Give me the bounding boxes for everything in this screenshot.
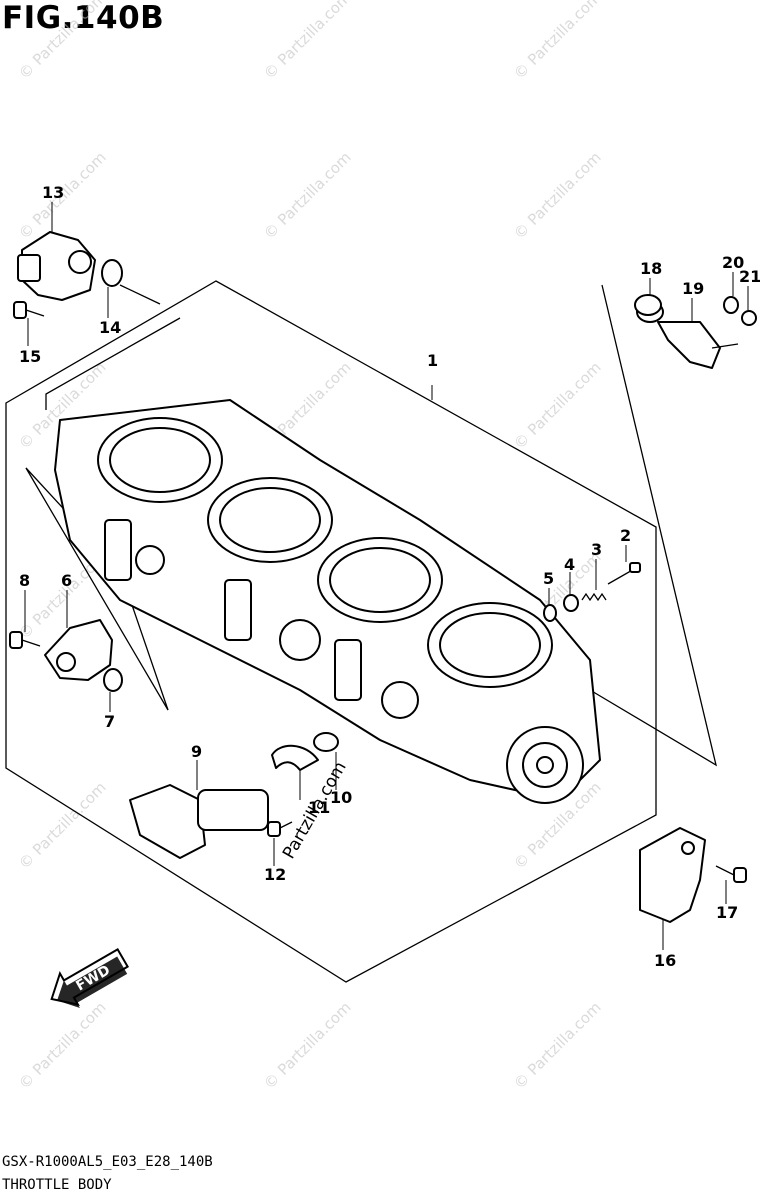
callout-14: 14 [99, 318, 121, 337]
callout-3: 3 [591, 540, 602, 559]
part-16-bracket [639, 827, 706, 923]
watermark: © Partzilla.com [15, 778, 110, 873]
watermark: © Partzilla.com [260, 998, 355, 1093]
callout-19: 19 [682, 279, 704, 298]
part-17-screw [715, 865, 747, 883]
assembly-frames [5, 280, 717, 983]
callout-2: 2 [620, 526, 631, 545]
watermark: © Partzilla.com [510, 148, 605, 243]
part-3-spring [581, 592, 607, 602]
callout-7: 7 [104, 712, 115, 731]
part-19-lever [657, 321, 739, 369]
part-2-adjust-screw [607, 562, 641, 585]
frame-leader-14 [119, 284, 161, 305]
callout-12: 12 [264, 865, 286, 884]
frame-bracket [45, 317, 181, 410]
callout-11: 11 [308, 798, 330, 817]
idle-spring-assembly [279, 619, 321, 661]
watermark: © Partzilla.com [260, 0, 355, 83]
callout-8: 8 [19, 571, 30, 590]
model-code: GSX-R1000AL5_E03_E28_140B [2, 1154, 213, 1170]
watermark: © Partzilla.com [510, 0, 605, 83]
callout-15: 15 [19, 347, 41, 366]
part-11-clip [271, 744, 319, 771]
part-7-o-ring [103, 668, 123, 692]
throttle-body-assembly [54, 399, 601, 804]
callout-4: 4 [564, 555, 575, 574]
figure-title: FIG.140B [2, 0, 165, 36]
callout-16: 16 [654, 951, 676, 970]
callout-20: 20 [722, 253, 744, 272]
callout-1: 1 [427, 351, 438, 370]
section-name: THROTTLE BODY [2, 1177, 112, 1193]
callout-13: 13 [42, 183, 64, 202]
main-assembly-frame [5, 280, 657, 983]
callout-6: 6 [61, 571, 72, 590]
part-4-washer [563, 594, 579, 612]
callout-17: 17 [716, 903, 738, 922]
frame-left-1 [25, 467, 169, 711]
part-12-screw [267, 821, 293, 837]
leader-lines [24, 202, 749, 950]
callout-9: 9 [191, 742, 202, 761]
watermark: © Partzilla.com [510, 998, 605, 1093]
part-9-sensor [129, 784, 269, 859]
watermark: © Partzilla.com [510, 358, 605, 453]
watermark: © Partzilla.com [260, 148, 355, 243]
watermark: © Partzilla.com [15, 998, 110, 1093]
callout-5: 5 [543, 569, 554, 588]
part-6-sensor [44, 619, 113, 681]
frame-right-triangle [589, 284, 717, 767]
callout-10: 10 [330, 788, 352, 807]
part-18-spring [634, 294, 664, 323]
part-8-screw [9, 631, 41, 649]
part-14-o-ring [101, 259, 123, 287]
part-20-washer [723, 296, 739, 314]
callout-labels: 1 2 3 4 5 6 7 8 9 10 11 12 13 14 15 16 1… [19, 183, 760, 970]
part-10-o-ring [313, 732, 339, 752]
part-13-sensor [17, 231, 96, 301]
callout-18: 18 [640, 259, 662, 278]
part-21-clip [741, 310, 757, 326]
callout-21: 21 [739, 267, 760, 286]
part-15-screw [13, 301, 45, 319]
part-5-o-ring [543, 604, 557, 622]
watermark: © Partzilla.com [15, 0, 110, 83]
